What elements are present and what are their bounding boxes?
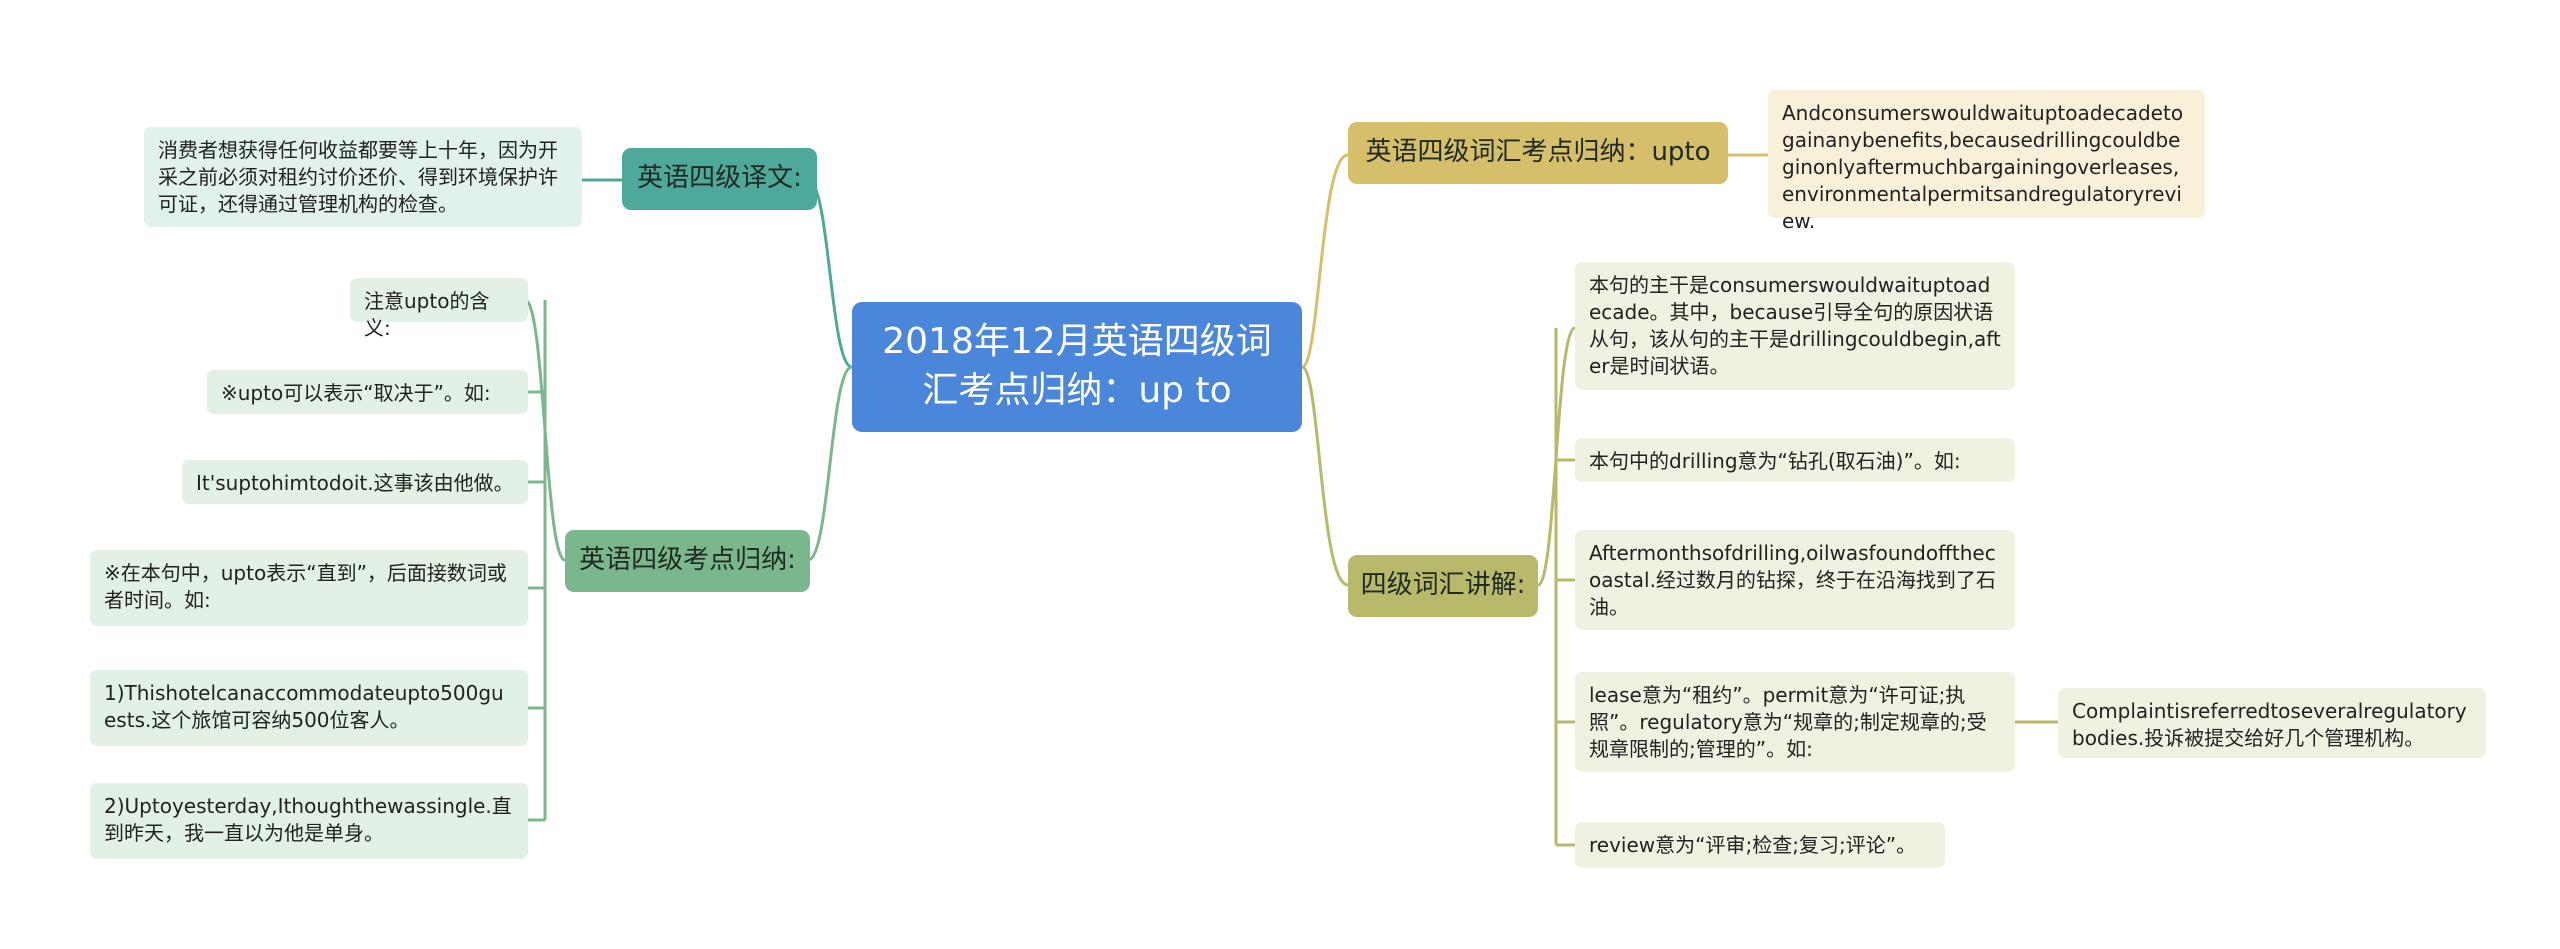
leaf-point-5[interactable]: 1)Thishotelcanaccommodateupto500guests.这… [90, 670, 528, 746]
leaf-point-2[interactable]: ※upto可以表示“取决于”。如: [207, 370, 528, 414]
branch-upto-vocab[interactable]: 英语四级词汇考点归纳：upto [1348, 122, 1728, 184]
leaf-vocab-3[interactable]: Aftermonthsofdrilling,oilwasfoundoffthec… [1575, 530, 2015, 630]
leaf-vocab-1[interactable]: 本句的主干是consumerswouldwaituptoadecade。其中，b… [1575, 262, 2015, 390]
branch-vocab-explanation[interactable]: 四级词汇讲解: [1348, 555, 1538, 617]
leaf-point-6[interactable]: 2)Uptoyesterday,Ithoughthewassingle.直到昨天… [90, 783, 528, 859]
root-topic[interactable]: 2018年12月英语四级词汇考点归纳：up to [852, 302, 1302, 432]
leaf-upto-sentence[interactable]: Andconsumerswouldwaituptoadecadetogainan… [1768, 90, 2205, 233]
leaf-vocab-5[interactable]: review意为“评审;检查;复习;评论”。 [1575, 822, 1945, 868]
leaf-point-3[interactable]: It'suptohimtodoit.这事该由他做。 [182, 460, 528, 504]
leaf-translation-text[interactable]: 消费者想获得任何收益都要等上十年，因为开采之前必须对租约讨价还价、得到环境保护许… [144, 127, 582, 227]
leaf-vocab-2[interactable]: 本句中的drilling意为“钻孔(取石油)”。如: [1575, 438, 2015, 482]
branch-translation[interactable]: 英语四级译文: [622, 148, 817, 210]
leaf-point-1[interactable]: 注意upto的含义: [350, 278, 528, 340]
branch-exam-points[interactable]: 英语四级考点归纳: [565, 530, 810, 592]
leaf-vocab-4-example[interactable]: Complaintisreferredtoseveralregulatorybo… [2058, 688, 2486, 758]
leaf-point-4[interactable]: ※在本句中，upto表示“直到”，后面接数词或者时间。如: [90, 550, 528, 626]
leaf-vocab-4[interactable]: lease意为“租约”。permit意为“许可证;执照”。regulatory意… [1575, 672, 2015, 772]
